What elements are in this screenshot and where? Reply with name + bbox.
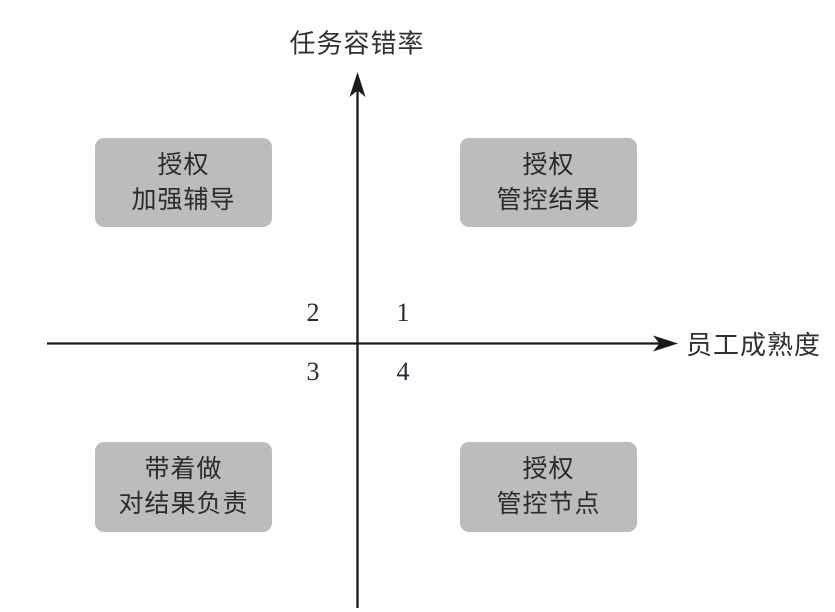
box-text-line2: 加强辅导 bbox=[131, 186, 236, 214]
quadrant-box-bottom-left: 带着做 对结果负责 bbox=[95, 442, 272, 532]
quadrant-box-bottom-right: 授权 管控节点 bbox=[460, 442, 637, 532]
x-axis-arrow-icon bbox=[653, 335, 678, 352]
box-text-line1: 授权 bbox=[522, 151, 575, 179]
quadrant-number-4: 4 bbox=[396, 357, 410, 386]
y-axis-label: 任务容错率 bbox=[289, 29, 425, 59]
quadrant-number-2: 2 bbox=[306, 298, 320, 327]
y-axis-arrow-icon bbox=[349, 72, 366, 97]
box-text-line1: 带着做 bbox=[144, 456, 223, 483]
box-text-line1: 授权 bbox=[522, 456, 575, 483]
x-axis-label: 员工成熟度 bbox=[686, 330, 822, 360]
quadrant-number-1: 1 bbox=[396, 298, 410, 327]
box-text-line2: 管控结果 bbox=[496, 186, 601, 214]
box-text-line2: 对结果负责 bbox=[118, 491, 249, 518]
quadrant-number-3: 3 bbox=[306, 357, 320, 386]
quadrant-box-top-left: 授权 加强辅导 bbox=[95, 138, 272, 227]
box-text-line2: 管控节点 bbox=[496, 491, 601, 518]
quadrant-box-top-right: 授权 管控结果 bbox=[460, 138, 637, 227]
box-text-line1: 授权 bbox=[157, 151, 210, 179]
